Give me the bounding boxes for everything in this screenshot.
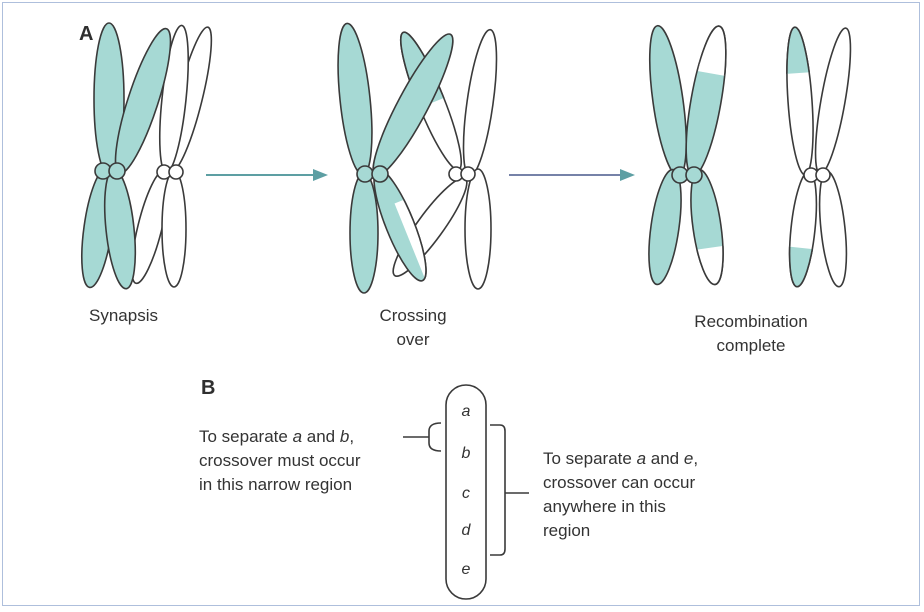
teal-chromatid-lower-left <box>349 172 379 294</box>
panel-b-label: B <box>201 377 216 399</box>
white-chromatid-upper-right <box>462 28 498 178</box>
white-chromatid-upper-right <box>814 27 852 175</box>
crossing-over-chromosomes <box>337 22 498 294</box>
teal-chromatid-upper-left <box>337 22 373 176</box>
figure-artwork <box>81 22 852 600</box>
white-chromatid-lower-right <box>818 170 848 288</box>
note-narrow-region: To separate a and b, crossover must occu… <box>199 427 361 494</box>
gene-chromosome <box>445 384 487 600</box>
teal-chromatid-lower-right <box>103 168 137 290</box>
caption-recombination-complete: Recombination complete <box>694 312 808 355</box>
wide-region-bracket <box>490 424 529 556</box>
arrow-crossing-to-recombination <box>509 169 635 181</box>
caption-crossing-over: Crossing over <box>379 306 447 349</box>
panel-a-label: A <box>79 23 94 45</box>
teal-centromere-right <box>108 162 126 180</box>
white-centromere-right <box>168 164 184 180</box>
narrow-region-bracket <box>403 422 442 452</box>
gene-label-d: d <box>461 522 471 539</box>
recombination-chromosomes <box>648 24 852 288</box>
white-chromatid-lower-right <box>464 168 492 290</box>
gene-label-e: e <box>461 561 471 578</box>
gene-label-a: a <box>461 403 471 420</box>
gene-label-c: c <box>462 485 470 502</box>
caption-synapsis: Synapsis <box>89 306 158 325</box>
note-wide-region: To separate a and e, crossover can occur… <box>543 449 699 540</box>
synapsis-chromosomes <box>81 22 213 290</box>
teal-chromatid-lower-left <box>648 168 682 286</box>
gene-label-b: b <box>461 445 471 462</box>
white-chromatid-lower-right <box>161 170 187 288</box>
arrow-synapsis-to-crossing <box>206 169 328 181</box>
